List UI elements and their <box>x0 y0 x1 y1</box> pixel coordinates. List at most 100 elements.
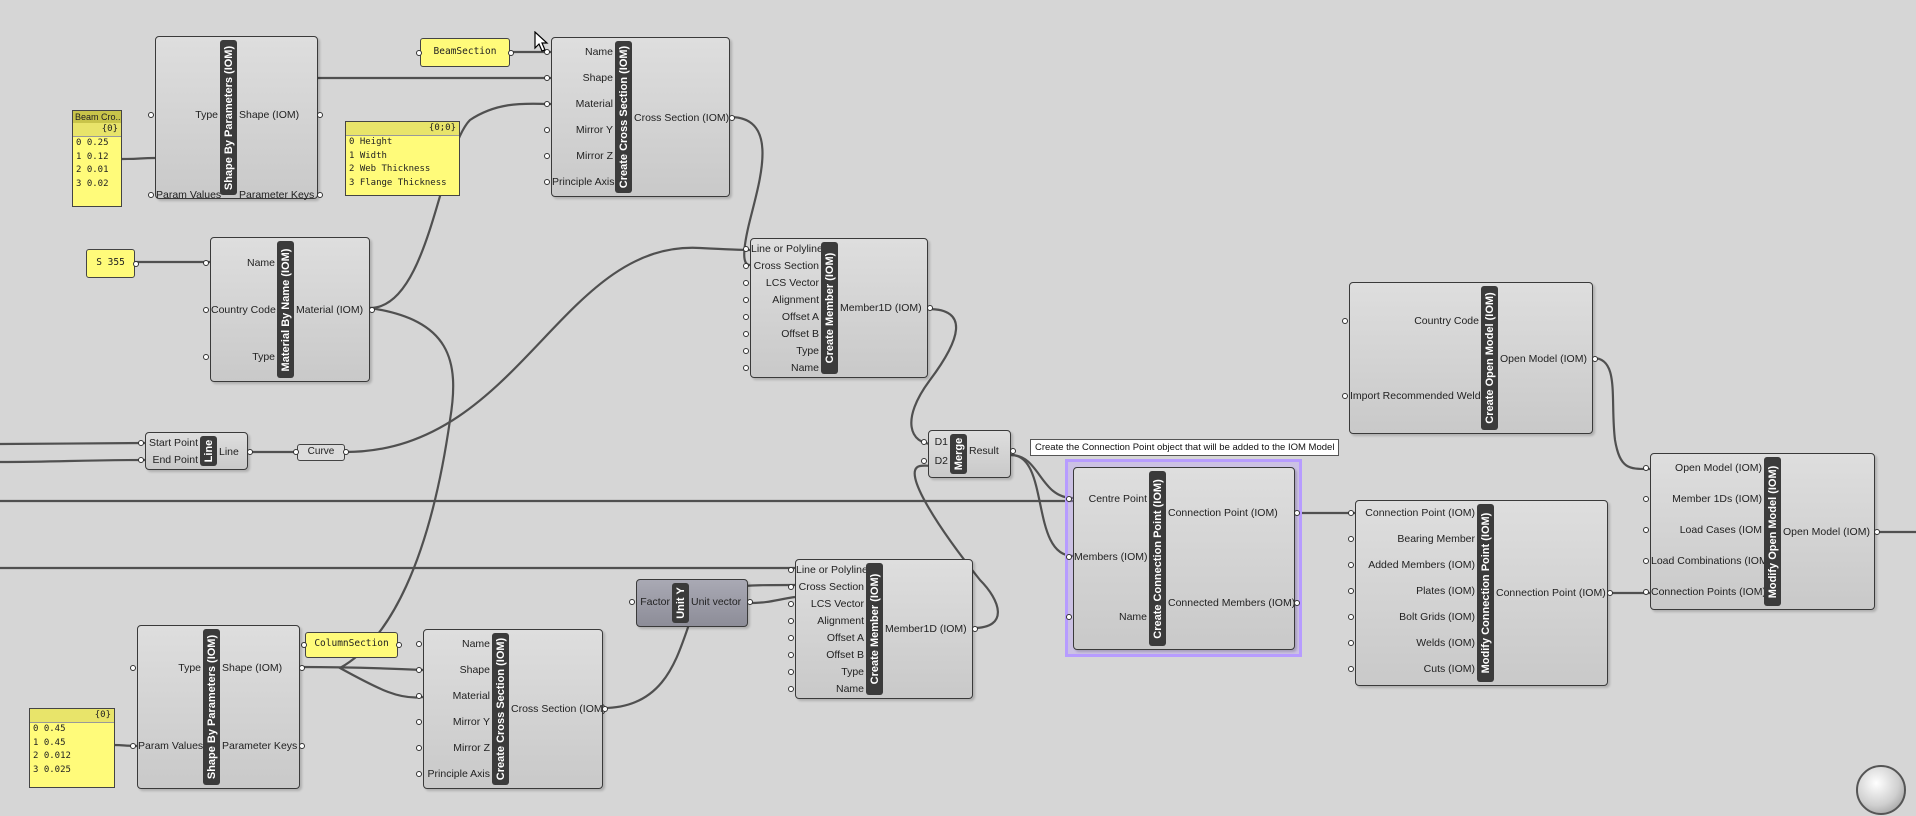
input-port[interactable]: Start Point <box>138 437 198 449</box>
port-grip[interactable] <box>1348 562 1354 568</box>
input-port[interactable]: Name <box>416 638 490 650</box>
input-port[interactable]: Country Code <box>203 304 276 316</box>
output-port[interactable]: Parameter Keys <box>222 740 305 752</box>
navigation-widget-icon[interactable] <box>1856 765 1906 815</box>
port-grip[interactable] <box>1874 529 1880 535</box>
port-grip[interactable] <box>369 307 375 313</box>
port-grip[interactable] <box>544 179 550 185</box>
port-grip[interactable] <box>747 599 753 605</box>
port-grip[interactable] <box>1348 536 1354 542</box>
port-grip[interactable] <box>416 667 422 673</box>
input-port[interactable]: Mirror Z <box>544 150 613 162</box>
port-grip[interactable] <box>788 652 794 658</box>
column-param-values-panel[interactable]: {0} 0 0.45 1 0.45 2 0.012 3 0.025 <box>29 708 115 788</box>
port-grip[interactable] <box>138 457 144 463</box>
param-output-port[interactable] <box>133 260 139 267</box>
input-port[interactable]: Material <box>544 98 613 110</box>
component-title-bar[interactable]: Material By Name (IOM) <box>277 241 294 378</box>
input-port[interactable]: Name <box>1066 611 1147 623</box>
output-port[interactable]: Cross Section (IOM) <box>634 112 735 124</box>
port-grip[interactable] <box>1348 510 1354 516</box>
param-output-port[interactable] <box>343 449 349 455</box>
component-title-bar[interactable]: Create Cross Section (IOM) <box>615 41 632 193</box>
input-port[interactable]: Alignment <box>743 294 819 306</box>
port-grip[interactable] <box>788 686 794 692</box>
port-grip[interactable] <box>1643 496 1649 502</box>
beam-param-values-panel[interactable]: Beam Cro... {0} 0 0.25 1 0.12 2 0.01 3 0… <box>72 110 122 207</box>
port-grip[interactable] <box>743 348 749 354</box>
beam-parameter-keys-panel[interactable]: {0;0} 0 Height 1 Width 2 Web Thickness 3… <box>345 121 460 196</box>
input-port[interactable]: Mirror Y <box>416 716 490 728</box>
port-grip[interactable] <box>1348 614 1354 620</box>
component-title-bar[interactable]: Shape By Parameters (IOM) <box>203 629 220 785</box>
port-grip[interactable] <box>1066 614 1072 620</box>
input-port[interactable]: Name <box>788 683 864 695</box>
port-grip[interactable] <box>743 331 749 337</box>
port-grip[interactable] <box>788 601 794 607</box>
param-output-port[interactable] <box>396 642 402 648</box>
port-grip[interactable] <box>788 567 794 573</box>
port-grip[interactable] <box>544 75 550 81</box>
port-grip[interactable] <box>138 440 144 446</box>
material-name-param[interactable]: S 355 <box>86 249 139 278</box>
port-grip[interactable] <box>743 263 749 269</box>
port-grip[interactable] <box>788 669 794 675</box>
port-grip[interactable] <box>921 439 927 445</box>
output-port[interactable]: Unit vector <box>691 596 753 608</box>
input-port[interactable]: Type <box>130 662 201 674</box>
modify-open-model[interactable]: Open Model (IOM)Member 1Ds (IOM)Load Cas… <box>1643 453 1880 610</box>
port-grip[interactable] <box>1342 393 1348 399</box>
input-port[interactable]: Bolt Grids (IOM) <box>1348 611 1475 623</box>
port-grip[interactable] <box>1294 510 1300 516</box>
port-grip[interactable] <box>148 192 154 198</box>
input-port[interactable]: Shape <box>544 72 613 84</box>
input-port[interactable]: Cross Section <box>788 581 864 593</box>
port-grip[interactable] <box>729 115 735 121</box>
output-port[interactable]: Material (IOM) <box>296 304 375 316</box>
input-port[interactable]: Plates (IOM) <box>1348 585 1475 597</box>
port-grip[interactable] <box>416 771 422 777</box>
port-grip[interactable] <box>1643 465 1649 471</box>
output-port[interactable]: Shape (IOM) <box>239 109 323 121</box>
output-port[interactable]: Cross Section (IOM) <box>511 703 608 715</box>
output-port[interactable]: Parameter Keys <box>239 189 323 201</box>
component-title-bar[interactable]: Create Cross Section (IOM) <box>492 633 509 785</box>
port-grip[interactable] <box>1066 496 1072 502</box>
param-input-port[interactable] <box>301 642 307 648</box>
input-port[interactable]: Import Recommended Welds <box>1342 390 1486 402</box>
port-grip[interactable] <box>1348 666 1354 672</box>
column-section-param[interactable]: ColumnSection <box>301 632 402 658</box>
input-port[interactable]: LCS Vector <box>743 277 819 289</box>
component-title-bar[interactable]: Create Member (IOM) <box>821 242 838 374</box>
input-port[interactable]: Members (IOM) <box>1066 551 1148 563</box>
port-grip[interactable] <box>743 365 749 371</box>
port-grip[interactable] <box>1066 554 1072 560</box>
component-title-bar[interactable]: Unit Y <box>672 583 689 623</box>
port-grip[interactable] <box>130 743 136 749</box>
input-port[interactable]: Load Combinations (IOM) <box>1643 555 1771 567</box>
port-grip[interactable] <box>921 458 927 464</box>
port-grip[interactable] <box>203 260 209 266</box>
component-title-bar[interactable]: Create Open Model (IOM) <box>1481 286 1498 430</box>
port-grip[interactable] <box>1643 527 1649 533</box>
port-grip[interactable] <box>1643 589 1649 595</box>
input-port[interactable]: D2 <box>921 455 948 467</box>
port-grip[interactable] <box>203 307 209 313</box>
component-title-bar[interactable]: Shape By Parameters (IOM) <box>220 40 237 195</box>
input-port[interactable]: Type <box>743 345 819 357</box>
input-port[interactable]: Open Model (IOM) <box>1643 462 1762 474</box>
input-port[interactable]: Param Values <box>148 189 221 201</box>
output-port[interactable]: Connection Point (IOM) <box>1168 507 1300 519</box>
input-port[interactable]: End Point <box>138 454 198 466</box>
output-port[interactable]: Result <box>969 445 1016 457</box>
output-port[interactable]: Open Model (IOM) <box>1500 353 1598 365</box>
component-title-bar[interactable]: Line <box>200 436 217 466</box>
